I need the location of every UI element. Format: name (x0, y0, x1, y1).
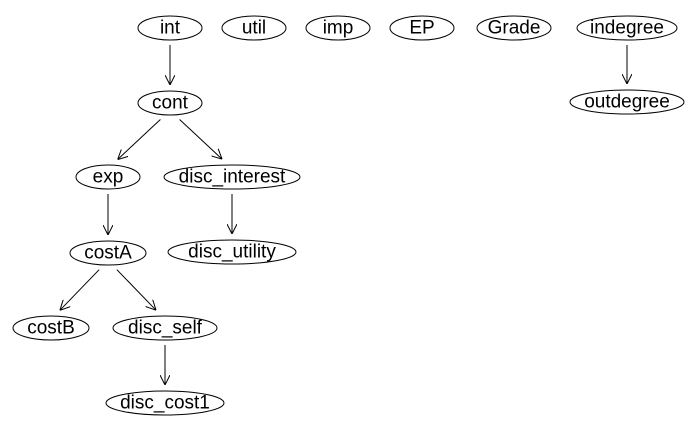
node-label: disc_utility (188, 242, 276, 263)
node-label: imp (323, 18, 354, 39)
edge-cont-to-exp (118, 119, 161, 159)
node-label: cont (152, 93, 189, 114)
edge-costa-to-costb (60, 269, 100, 311)
node-ellipse (576, 15, 678, 41)
node-int: int (137, 15, 203, 41)
node-ellipse (12, 315, 90, 341)
node-ellipse (305, 15, 371, 41)
edge-costa-to-disc-self (116, 269, 156, 311)
edge-arrow (60, 269, 100, 311)
node-label: costA (84, 243, 132, 264)
node-label: costB (27, 318, 75, 339)
node-ellipse (69, 240, 147, 266)
edge-arrow (118, 119, 161, 159)
node-disc-self: disc_self (112, 315, 218, 341)
graph-nodes: int util imp EP Grade indegree outdegree cont ex… (12, 15, 685, 416)
node-ellipse (167, 239, 297, 265)
node-ellipse (389, 15, 455, 41)
edge-arrow (116, 269, 156, 311)
node-ep: EP (389, 15, 455, 41)
node-disc-cost1: disc_cost1 (105, 390, 225, 416)
node-label: exp (93, 167, 124, 188)
node-ellipse (221, 15, 287, 41)
node-ellipse (75, 164, 141, 190)
node-label: disc_cost1 (120, 393, 210, 414)
node-label: Grade (488, 18, 541, 39)
node-ellipse (476, 15, 552, 41)
node-costa: costA (69, 240, 147, 266)
node-outdegree: outdegree (569, 89, 685, 115)
node-label: util (242, 18, 266, 39)
edge-cont-to-disc-interest (179, 119, 222, 159)
node-ellipse (105, 390, 225, 416)
node-grade: Grade (476, 15, 552, 41)
node-label: disc_self (128, 318, 203, 339)
node-util: util (221, 15, 287, 41)
node-ellipse (569, 89, 685, 115)
node-label: disc_interest (179, 167, 286, 188)
graph-edges (60, 45, 627, 385)
node-label: EP (409, 18, 434, 39)
node-costb: costB (12, 315, 90, 341)
node-ellipse (163, 164, 301, 190)
edge-arrow (179, 119, 222, 159)
node-cont: cont (137, 90, 203, 116)
node-imp: imp (305, 15, 371, 41)
node-label: int (160, 18, 181, 39)
node-disc-interest: disc_interest (163, 164, 301, 190)
node-ellipse (137, 15, 203, 41)
node-exp: exp (75, 164, 141, 190)
node-ellipse (112, 315, 218, 341)
node-ellipse (137, 90, 203, 116)
node-label: indegree (590, 18, 664, 39)
node-label: outdegree (584, 92, 670, 113)
node-disc-utility: disc_utility (167, 239, 297, 265)
node-indegree: indegree (576, 15, 678, 41)
